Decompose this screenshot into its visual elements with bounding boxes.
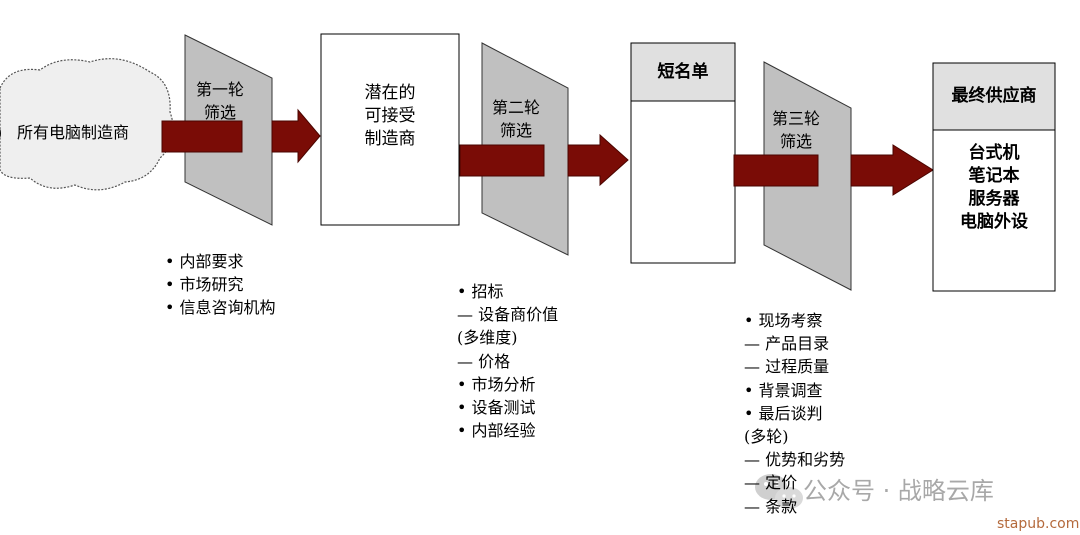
final-item-server: 服务器: [968, 189, 1020, 209]
final-supplier-title: 最终供应商: [951, 86, 1037, 106]
final-item-desktop: 台式机: [968, 143, 1020, 163]
criteria-item: — 优势和劣势: [744, 450, 846, 470]
potential-box-text: 潜在的 可接受 制造商: [321, 82, 459, 151]
criteria-item: (多维度): [457, 328, 518, 348]
cloud-fragment-mark: ): [0, 121, 2, 144]
round-3-line1: 第三轮: [771, 109, 820, 128]
potential-line1: 潜在的: [364, 83, 416, 103]
round-2-criteria: • 招标 — 设备商价值 (多维度) — 价格 • 市场分析 • 设备测试 • …: [457, 280, 558, 442]
potential-suppliers-box: [320, 33, 460, 226]
final-supplier-items: 台式机 笔记本 服务器 电脑外设: [933, 142, 1055, 234]
potential-line2: 可接受: [364, 106, 416, 126]
criteria-item: • 信息咨询机构: [165, 298, 276, 318]
arrow-2-left: [459, 144, 545, 177]
criteria-item: — 定价: [744, 473, 798, 493]
round-3-line2: 筛选: [779, 132, 812, 151]
criteria-item: — 产品目录: [744, 334, 830, 354]
final-item-laptop: 笔记本: [968, 166, 1020, 186]
round-1-criteria: • 内部要求 • 市场研究 • 信息咨询机构: [165, 250, 276, 320]
round-2-line2: 筛选: [499, 121, 532, 140]
criteria-item: • 内部要求: [165, 252, 244, 271]
round-2-label: 第二轮 筛选: [484, 96, 548, 142]
criteria-item: — 价格: [457, 351, 511, 371]
wechat-icon: [755, 474, 803, 509]
arrow-1-left: [161, 120, 243, 153]
round-2-line1: 第二轮: [491, 98, 540, 117]
round-3-label: 第三轮 筛选: [763, 107, 829, 153]
final-supplier-header: [932, 62, 1056, 131]
shortlist-title: 短名单: [657, 62, 709, 82]
watermark-site: stapub.com: [997, 516, 1080, 532]
criteria-item: • 背景调查: [744, 380, 823, 400]
round-1-line1: 第一轮: [195, 80, 244, 99]
round-3-criteria: • 现场考察 — 产品目录 — 过程质量 • 背景调查 • 最后谈判 (多轮) …: [744, 309, 845, 518]
round-1-line2: 筛选: [203, 103, 236, 122]
potential-line3: 制造商: [364, 129, 416, 149]
arrow-3-head: [850, 144, 934, 196]
criteria-item: • 设备测试: [457, 398, 536, 418]
criteria-item: — 设备商价值: [457, 305, 559, 325]
criteria-item: • 招标: [457, 282, 504, 301]
criteria-item: • 现场考察: [744, 311, 823, 330]
arrow-3-left: [733, 154, 819, 187]
watermark-account: 公众号 · 战略云库: [803, 477, 994, 505]
criteria-item: • 市场分析: [457, 374, 536, 394]
criteria-item: • 市场研究: [165, 275, 244, 295]
all-manufacturers-label: 所有电脑制造商: [17, 123, 130, 142]
criteria-item: — 过程质量: [744, 357, 830, 377]
arrow-1-head: [271, 108, 321, 164]
criteria-item: • 最后谈判: [744, 403, 823, 423]
criteria-item: — 条款: [744, 496, 798, 516]
arrow-2-head: [567, 133, 629, 187]
final-item-peripherals: 电脑外设: [960, 212, 1028, 232]
criteria-item: • 内部经验: [457, 421, 536, 441]
shortlist-header: [630, 42, 736, 102]
criteria-item: (多轮): [744, 427, 789, 447]
round-1-label: 第一轮 筛选: [188, 78, 252, 124]
